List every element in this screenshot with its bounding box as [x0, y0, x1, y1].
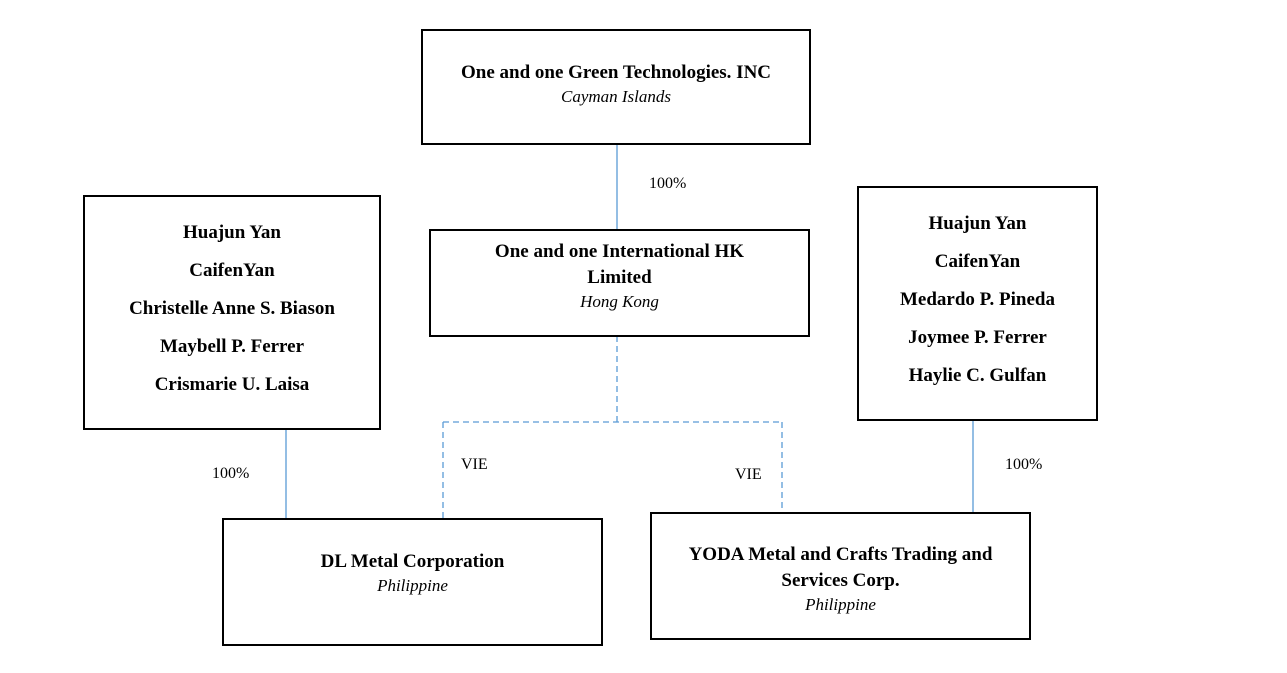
edge-label-hk-dl-vie: VIE [461, 456, 488, 473]
right-shareholder: CaifenYan [934, 251, 1021, 272]
parent-company-name: One and one Green Technologies. INC [460, 62, 772, 83]
dl-company-location: Philippine [377, 576, 448, 595]
hk-company-location: Hong Kong [580, 292, 659, 311]
hk-company-name-line2: Limited [587, 267, 652, 288]
right-shareholder: Medardo P. Pineda [900, 289, 1055, 310]
hk-company-name-line1: One and one International HK [494, 241, 745, 262]
edge-label-left-dl: 100% [212, 465, 250, 482]
right-shareholders-box: Huajun Yan CaifenYan Medardo P. Pineda J… [857, 186, 1098, 421]
left-shareholders-box: Huajun Yan CaifenYan Christelle Anne S. … [83, 195, 381, 430]
yoda-company-location: Philippine [805, 595, 876, 614]
right-shareholder: Joymee P. Ferrer [908, 327, 1047, 348]
parent-company-location: Cayman Islands [560, 87, 672, 106]
left-shareholder: Huajun Yan [182, 222, 282, 243]
parent-company-box: One and one Green Technologies. INC Caym… [421, 29, 811, 145]
left-shareholder: Christelle Anne S. Biason [129, 298, 335, 319]
yoda-company-name-line2: Services Corp. [781, 570, 900, 591]
left-shareholder: CaifenYan [189, 260, 275, 281]
edge-label-hk-yoda-vie: VIE [735, 466, 762, 483]
right-shareholder: Haylie C. Gulfan [908, 365, 1047, 386]
edge-label-parent-hk: 100% [649, 175, 687, 192]
yoda-company-box: YODA Metal and Crafts Trading and Servic… [650, 512, 1031, 640]
hk-company-box: One and one International HK Limited Hon… [429, 229, 810, 337]
yoda-company-name-line1: YODA Metal and Crafts Trading and [688, 544, 993, 565]
vie-dashed-lines [442, 336, 783, 519]
left-shareholder: Crismarie U. Laisa [154, 374, 310, 395]
right-shareholder: Huajun Yan [928, 213, 1027, 234]
left-shareholder: Maybell P. Ferrer [159, 336, 305, 357]
dl-company-box: DL Metal Corporation Philippine [222, 518, 603, 646]
dl-company-name: DL Metal Corporation [320, 551, 505, 572]
edge-label-right-yoda: 100% [1005, 456, 1043, 473]
